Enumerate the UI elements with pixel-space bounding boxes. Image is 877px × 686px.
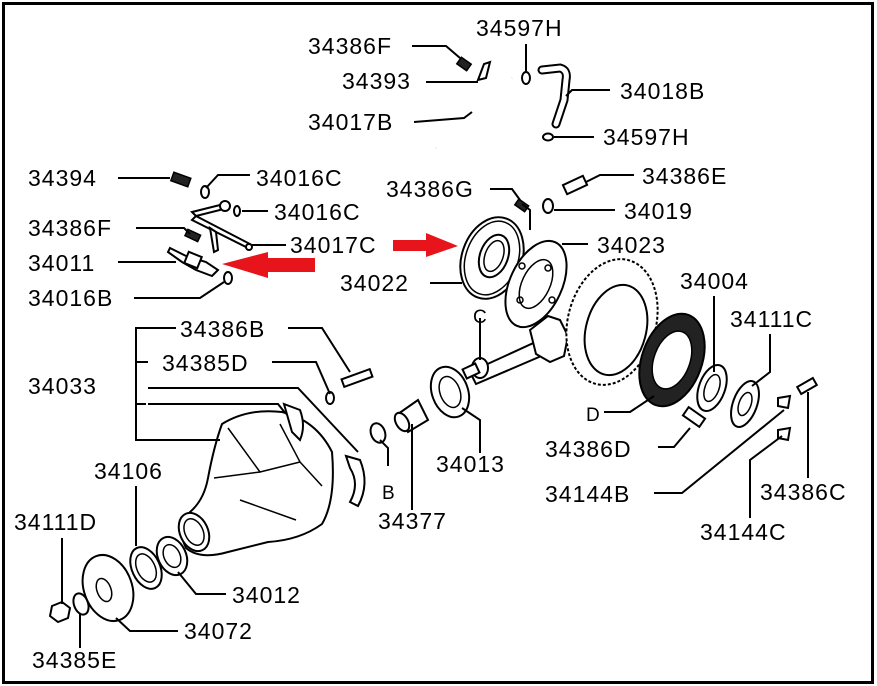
label-34386f-mid: 34386F bbox=[28, 215, 112, 241]
breather-assembly bbox=[435, 56, 571, 160]
bolt-34386f-top bbox=[455, 56, 473, 72]
ref-letter-d: D bbox=[586, 405, 600, 426]
washer-34019 bbox=[542, 198, 554, 214]
washer-b bbox=[369, 422, 387, 444]
bolt-34386c bbox=[795, 376, 819, 396]
ref-letter-b: B bbox=[382, 483, 395, 504]
differential bbox=[565, 258, 819, 442]
bearing-cap-b bbox=[344, 454, 366, 508]
label-34394: 34394 bbox=[28, 165, 97, 191]
bracket-34393 bbox=[476, 60, 492, 82]
label-34011: 34011 bbox=[28, 250, 95, 276]
washer-34016c-b bbox=[233, 205, 241, 217]
label-34033: 34033 bbox=[28, 373, 97, 399]
bracket-34017c-arm bbox=[190, 214, 252, 250]
washer-34385e bbox=[72, 592, 90, 616]
clamp-34597h-top bbox=[521, 71, 531, 85]
label-34016c-a: 34016C bbox=[256, 165, 343, 191]
label-34377: 34377 bbox=[378, 508, 447, 534]
clamp-34597h-bottom bbox=[542, 132, 554, 142]
companion-flange-group bbox=[48, 535, 189, 624]
bolt-34394 bbox=[169, 171, 192, 188]
bearing-cap-a bbox=[282, 402, 304, 442]
label-34385e: 34385E bbox=[32, 647, 117, 673]
carrier-housing bbox=[177, 367, 374, 557]
hose-34018b bbox=[539, 65, 569, 127]
label-34023: 34023 bbox=[597, 232, 666, 258]
leader-lines bbox=[61, 44, 809, 648]
ref-letter-c: C bbox=[473, 307, 487, 328]
label-34106: 34106 bbox=[94, 458, 163, 484]
label-34597h-top: 34597H bbox=[476, 15, 563, 41]
seal-deflector bbox=[459, 174, 589, 329]
label-34597h-bottom: 34597H bbox=[603, 124, 690, 150]
label-34004: 34004 bbox=[680, 268, 749, 294]
label-34111c: 34111C bbox=[730, 306, 813, 332]
label-34144b: 34144B bbox=[545, 481, 630, 507]
label-34386g: 34386G bbox=[386, 176, 474, 202]
spacer-34111c bbox=[730, 380, 760, 428]
label-34072: 34072 bbox=[184, 618, 253, 644]
sensor-assembly bbox=[166, 171, 253, 285]
label-34386b: 34386B bbox=[180, 316, 265, 342]
bolt-34386b bbox=[340, 367, 374, 389]
label-34016c-b: 34016C bbox=[274, 199, 361, 225]
washer-34016c-a bbox=[200, 185, 210, 199]
callout-labels: 34386F 34597H 34393 34018B 34017B 34597H… bbox=[14, 15, 847, 673]
label-34013: 34013 bbox=[436, 451, 505, 477]
lock-plate-34144b bbox=[777, 394, 792, 410]
deflector-34023 bbox=[504, 239, 568, 329]
label-34386c: 34386C bbox=[760, 479, 847, 505]
label-34386f-top: 34386F bbox=[308, 33, 392, 59]
oil-seal-34106 bbox=[129, 546, 163, 590]
label-34018b: 34018B bbox=[620, 78, 705, 104]
pinion-bearings bbox=[369, 365, 471, 444]
pinion-teeth bbox=[528, 314, 570, 364]
washer-34016b bbox=[223, 271, 233, 285]
label-34393: 34393 bbox=[342, 68, 411, 94]
label-34144c: 34144C bbox=[700, 519, 787, 545]
label-34385d: 34385D bbox=[162, 350, 249, 376]
label-34016b: 34016B bbox=[28, 285, 113, 311]
label-34111d: 34111D bbox=[14, 509, 97, 535]
bolt-34386d bbox=[681, 405, 707, 429]
highlight-arrow-right bbox=[393, 233, 458, 257]
plug-34386e bbox=[561, 174, 589, 196]
label-34012: 34012 bbox=[232, 582, 301, 608]
nut-34111d bbox=[48, 600, 72, 624]
label-34017b: 34017B bbox=[308, 109, 393, 135]
label-34019: 34019 bbox=[624, 198, 693, 224]
label-34017c: 34017C bbox=[290, 232, 377, 258]
highlight-arrow-left bbox=[222, 252, 315, 278]
bolt-34386g bbox=[513, 198, 530, 213]
label-34386d: 34386D bbox=[545, 436, 632, 462]
label-34022: 34022 bbox=[340, 270, 409, 296]
label-34386e: 34386E bbox=[642, 163, 727, 189]
